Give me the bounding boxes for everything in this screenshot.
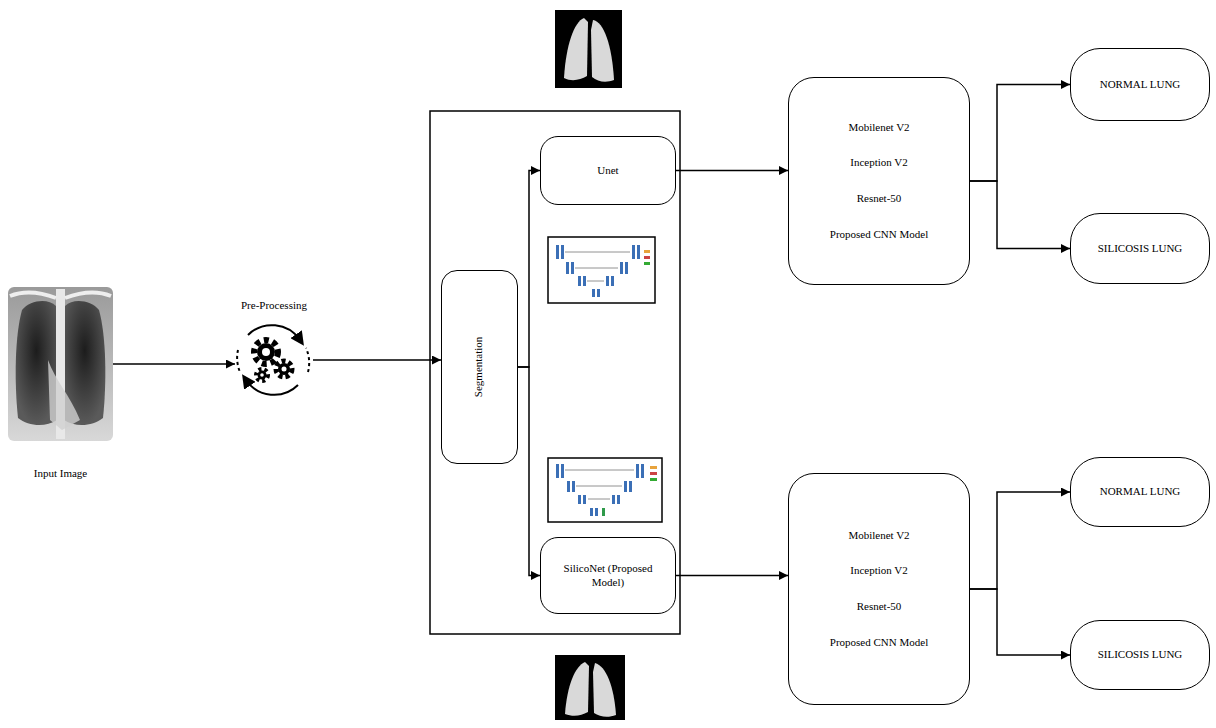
text-group: SILICOSIS LUNG [1098,242,1183,256]
gear-icon [237,325,309,395]
lung-mask-image [555,655,625,720]
node-label: Proposed CNN Model [830,636,928,650]
flow-arrow [113,363,235,365]
segmentation-frame [430,111,680,634]
classifier-box: Mobilenet V2 Inception V2 Resnet-50Propose… [788,77,970,285]
flow-arrow [518,171,540,368]
node-label: Inception V2 [850,156,908,170]
node-label: SilicoNet (Proposed Model) [558,562,658,590]
lung-mask-image [555,10,622,88]
node-label: Mobilenet V2 [848,121,909,135]
flow-arrow [970,492,1070,589]
model-box: Unet [540,136,676,205]
node-label: NORMAL LUNG [1100,485,1181,499]
flow-arrow [970,589,1070,655]
node-label: Inception V2 [850,564,908,578]
output-class: SILICOSIS LUNG [1070,620,1210,690]
node-label: SILICOSIS LUNG [1098,648,1183,662]
text-group: Input Image [34,467,87,481]
text-group: SILICOSIS LUNG [1098,648,1183,662]
model-box: SilicoNet (Proposed Model) [540,537,676,614]
node-label: Pre-Processing [241,299,307,313]
flow-arrow [970,181,1070,249]
node-label: Resnet-50 [857,600,902,614]
node-label: Input Image [34,467,87,481]
output-class: NORMAL LUNG [1070,48,1210,121]
node-label: Proposed CNN Model [830,228,928,242]
text-group: NORMAL LUNG [1100,78,1181,92]
text-group: Segmentation [449,360,510,374]
classifier-box: Mobilenet V2 Inception V2 Resnet-50Propose… [788,473,970,705]
output-class: NORMAL LUNG [1070,457,1210,527]
node-label: Mobilenet V2 [848,529,909,543]
text-group: Pre-Processing [241,299,307,313]
node-label: Unet [597,164,618,178]
siliconet-architecture-thumbnail [548,458,662,522]
input-image: Input Image [8,287,113,441]
text-group: SilicoNet (Proposed Model) [558,562,658,590]
text-group: Mobilenet V2 Inception V2 Resnet-50Propose… [830,121,928,242]
output-class: SILICOSIS LUNG [1070,213,1210,284]
unet-architecture-thumbnail [548,237,655,303]
flow-arrow [313,359,441,361]
flow-arrow [518,367,540,576]
segmentation-pill: Segmentation [441,270,518,464]
text-group: NORMAL LUNG [1100,485,1181,499]
xray-image [8,287,113,441]
node-label: NORMAL LUNG [1100,78,1181,92]
node-label: SILICOSIS LUNG [1098,242,1183,256]
flow-arrow [676,575,788,577]
flow-arrow [676,170,788,172]
node-label: Resnet-50 [857,192,902,206]
text-group: Mobilenet V2 Inception V2 Resnet-50Propose… [830,529,928,650]
text-group: Unet [597,164,618,178]
flow-arrow [970,85,1070,182]
node-label: Segmentation [473,337,487,398]
preprocessing-icon: Pre-Processing [235,321,313,399]
